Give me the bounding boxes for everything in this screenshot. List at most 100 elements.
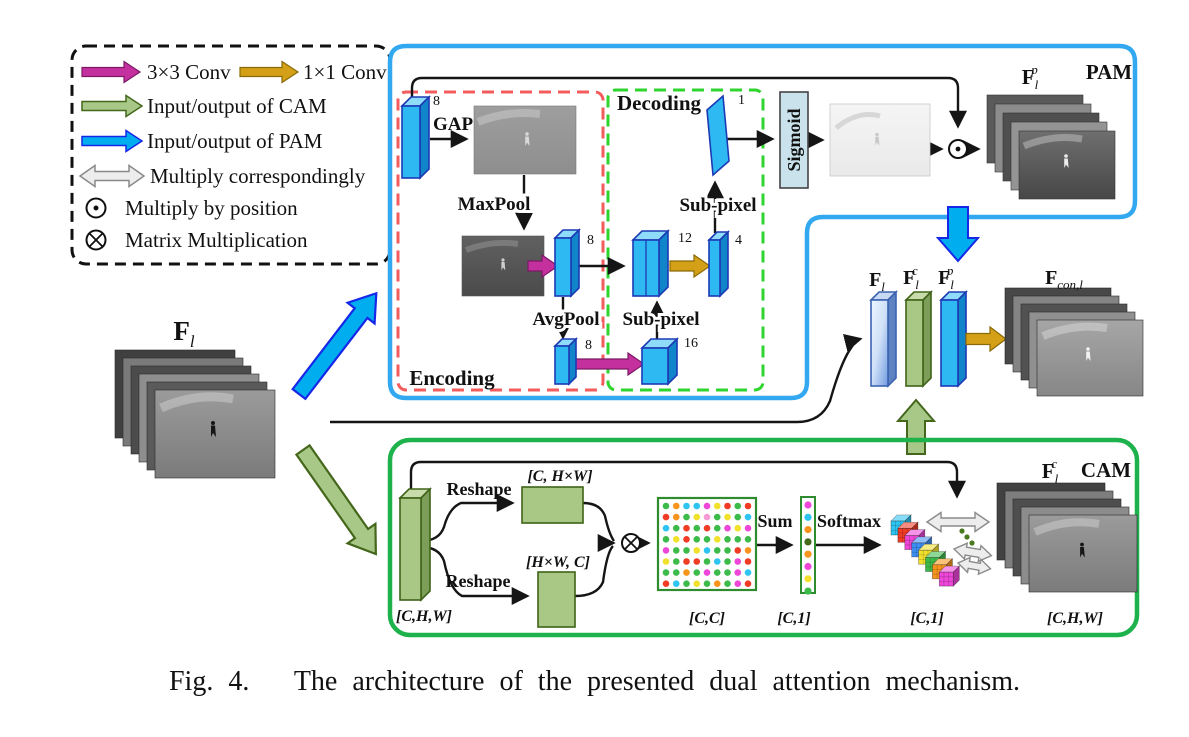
flp-slab	[939, 290, 968, 388]
sum-label: Sum	[757, 511, 792, 531]
legend-box: 3×3 Conv 1×1 Conv Input/output of CAM In…	[70, 44, 392, 266]
pam-skip-connection	[410, 76, 967, 129]
channel-count-enc-mid: 8	[587, 233, 594, 248]
diagram-canvas: 3×3 Conv 1×1 Conv Input/output of CAM In…	[70, 43, 1144, 638]
vector-dot-column	[804, 501, 812, 595]
pam-region-border	[387, 43, 1138, 401]
encoding-dashed-box	[396, 90, 605, 392]
channel-count-16: 16	[684, 336, 698, 351]
conv1x1-arrow-icon	[239, 60, 300, 84]
cam-input-dim-label: [C,H,W]	[396, 608, 452, 625]
fcon-label: Fcon,l	[1045, 267, 1083, 292]
reshape-top-rect	[521, 486, 584, 524]
person-mark-icon	[1086, 347, 1091, 361]
person-mark-icon	[875, 132, 880, 146]
conv-block-12	[631, 229, 670, 298]
decoding-dashed-box	[606, 88, 765, 392]
input-to-pam-arrow	[291, 291, 378, 401]
legend-cam-io-label: Input/output of CAM	[147, 94, 327, 118]
channel-count-12: 12	[678, 231, 692, 246]
flc-slab	[904, 290, 933, 388]
reshape-bottom-dim-label: [H×W, C]	[526, 554, 590, 571]
multiply-corr-arrow-icon	[78, 164, 146, 188]
matrix-dim-label: [C,C]	[689, 610, 725, 627]
cam-title: CAM	[1081, 458, 1131, 482]
decoder-plane-1	[706, 94, 730, 177]
sigmoid-block: Sigmoid	[779, 91, 809, 189]
person-mark-icon	[211, 421, 216, 437]
reshape-top-dim-label: [C, H×W]	[527, 468, 592, 485]
input-to-fusion-line	[330, 333, 863, 424]
cam-output-dim-label: [C,H,W]	[1047, 610, 1103, 627]
otimes-icon	[85, 229, 107, 251]
reshape-top-label: Reshape	[446, 479, 511, 499]
legend-conv1-label: 1×1 Conv	[303, 60, 387, 84]
avgpool-label: AvgPool	[532, 309, 599, 330]
pam-title: PAM	[1086, 60, 1132, 84]
cam-output-label: Flc	[1042, 456, 1059, 486]
bar-dim-label: [C,1]	[910, 610, 943, 627]
multiply-corr-arrow	[952, 542, 993, 563]
conv3x3-arrow-icon	[81, 60, 142, 84]
maxpool-label: MaxPool	[458, 194, 531, 215]
cam-region: [C,H,W] Reshape Reshape [C, H×W] [H×W, C…	[387, 437, 1140, 638]
attention-weight-bar	[890, 514, 961, 587]
conv-block-enc-low-8	[553, 337, 578, 386]
cam-skip-connection	[409, 460, 966, 499]
input-feature-label: Fl	[173, 316, 195, 351]
person-mark-icon	[1080, 542, 1085, 558]
pam-output-stack	[986, 94, 1116, 200]
reshape-top-path	[420, 494, 515, 543]
conv-block-input-8	[400, 95, 431, 180]
conv3x3-arrow	[571, 351, 646, 377]
decoding-label: Decoding	[617, 91, 702, 115]
pam-output-label: Flp	[1022, 62, 1039, 92]
multiply-corr-arrow	[956, 556, 992, 576]
sigmoid-label: Sigmoid	[784, 108, 804, 171]
conv3x3-arrow	[527, 253, 560, 279]
flp-label: Flp	[938, 263, 954, 292]
odot-icon	[85, 197, 107, 219]
legend-mult-corr-label: Multiply correspondingly	[150, 164, 366, 188]
reshape-bottom-label: Reshape	[445, 571, 510, 591]
gap-label: GAP	[433, 114, 474, 135]
merge-top-path	[582, 501, 615, 542]
channel-count-1: 1	[738, 93, 745, 108]
pam-region: 8 GAP MaxPool 8	[387, 43, 1138, 401]
legend-mult-pos-label: Multiply by position	[125, 196, 298, 220]
cam-io-arrow-icon	[81, 94, 144, 118]
matrix-multiplication-op	[621, 533, 641, 553]
conv-block-4	[707, 230, 730, 298]
conv-block-enc-8	[553, 228, 581, 298]
gap-output-image	[473, 105, 577, 175]
input-to-cam-arrow	[294, 443, 377, 556]
figure-caption: Fig. 4. The architecture of the presente…	[168, 666, 1020, 697]
concat-conv1x1-arrow	[965, 325, 1007, 353]
multiply-corr-arrow	[925, 511, 991, 533]
input-feature-stack	[114, 349, 276, 479]
softmax-label: Softmax	[817, 511, 881, 531]
pam-to-fusion-arrow	[935, 206, 981, 263]
person-mark-icon	[1064, 154, 1069, 168]
attention-map-image	[829, 103, 931, 177]
conv-block-16	[640, 337, 679, 386]
cam-to-fusion-arrow	[895, 398, 937, 455]
subpixel-high-label: Sub-pixel	[679, 195, 756, 216]
fl-label: Fl	[869, 269, 885, 294]
fusion-region: Fl Flc Flp Fcon,l	[330, 263, 1144, 455]
legend-conv3-label: 3×3 Conv	[147, 60, 231, 84]
person-mark-icon	[525, 132, 530, 146]
subpixel-low-label: Sub-pixel	[622, 309, 699, 330]
pam-io-arrow-icon	[81, 129, 144, 153]
multiply-position-op	[948, 139, 968, 159]
reshape-bottom-path	[420, 545, 530, 605]
ellipsis-dots-icon	[959, 528, 975, 546]
encoding-label: Encoding	[409, 366, 495, 390]
vector-dim-label: [C,1]	[777, 610, 810, 627]
flc-label: Flc	[903, 263, 919, 292]
cam-output-stack	[996, 482, 1138, 593]
channel-count-4: 4	[735, 233, 742, 248]
matrix-dot-grid	[662, 502, 752, 587]
channel-count-input: 8	[433, 94, 440, 109]
